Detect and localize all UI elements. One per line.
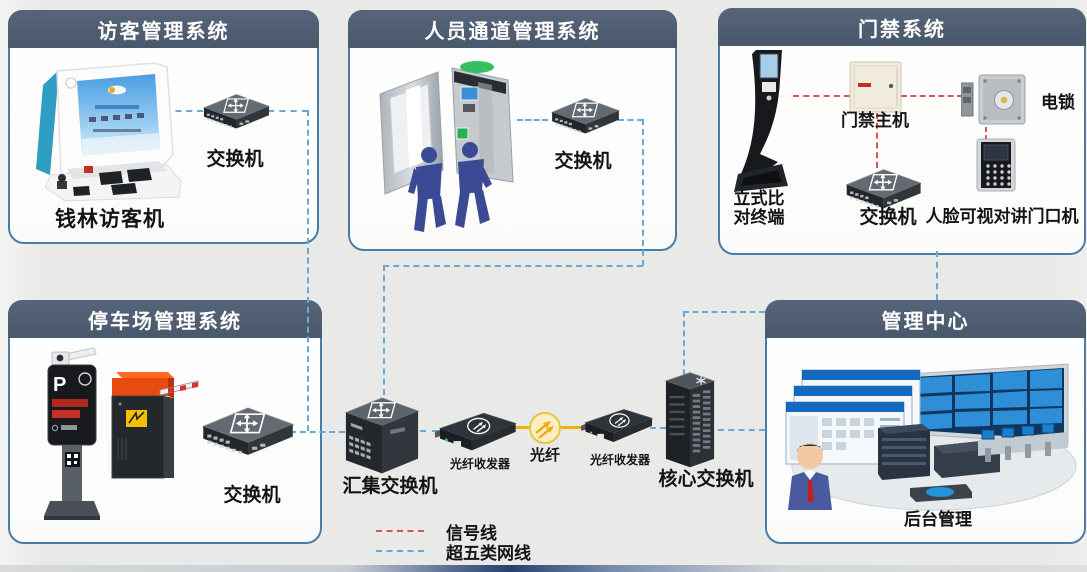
visitor-machine-label: 钱林访客机 [55,208,165,231]
line-terminal-to-host [793,95,850,97]
channel-switch-label: 交换机 [554,151,612,172]
bottom-gradient-bar [0,565,1087,572]
line-lock-to-intercom [985,127,987,140]
panel-channel-title: 人员通道管理系统 [424,20,601,43]
line-channel-across [383,265,643,267]
line-gate-to-switch [517,119,548,121]
signal-line-label: 信号线 [446,523,497,543]
channel-switch-illustration [546,94,622,138]
face-intercom-illustration [976,138,1016,192]
parking-switch-label: 交换机 [223,485,281,506]
panel-parking-header: 停车场管理系统 [8,300,322,338]
parking-switch-illustration [195,402,297,461]
line-fiber-left [513,426,532,429]
signal-line-sample [376,530,424,532]
cat5e-line-sample [376,550,424,552]
panel-access-control: 门禁系统 [718,8,1086,255]
standing-terminal-illustration [734,50,788,192]
panel-visitor-title: 访客管理系统 [97,20,230,43]
panel-visitor-header: 访客管理系统 [8,10,319,48]
control-room-illustration [785,363,1077,511]
panel-management-header: 管理中心 [765,300,1086,338]
panel-access-title: 门禁系统 [858,18,946,41]
visitor-switch-illustration [198,90,272,133]
face-intercom-label: 人脸可视对讲门口机 [925,207,1079,226]
line-channel-to-aggregation [383,265,385,395]
fiber-transceiver-left-illustration [435,404,519,458]
line-parking-switch-to-aggregation [290,431,345,433]
line-host-to-lock [901,95,963,97]
line-transceiver-to-core [650,427,666,429]
parking-post-p-letter: P [53,374,66,396]
panel-parking-title: 停车场管理系统 [88,310,242,333]
line-channel-switch-right [618,119,643,121]
turnstile-gate-illustration [379,61,514,232]
line-host-to-switch [876,113,878,168]
legend-cat5e-line: 超五类网线 [376,541,531,563]
fiber-transceiver-right-label: 光纤收发器 [589,453,650,467]
legend: 信号线 超五类网线 [376,521,531,563]
barrier-gate-illustration [111,372,199,479]
line-visitor-drop [307,110,309,431]
line-visitor-machine-to-switch [143,110,203,112]
aggregation-switch-label: 汇集交换机 [342,476,438,497]
panel-channel-header: 人员通道管理系统 [348,10,677,48]
panel-channel-management: 人员通道管理系统 [348,10,677,251]
line-core-up [683,311,685,385]
core-switch-illustration [664,372,716,468]
panel-access-header: 门禁系统 [718,8,1086,46]
standing-terminal-label: 立式比 对终端 [733,189,785,227]
visitor-switch-label: 交换机 [206,149,264,170]
line-fiber-right [558,426,585,429]
core-switch-label: 核心交换机 [658,469,754,490]
line-aggregation-to-transceiver [420,430,438,432]
line-access-to-management [936,251,938,300]
parking-post-illustration: P [44,347,100,520]
access-switch-label: 交换机 [859,207,917,228]
line-visitor-switch-right [268,110,308,112]
electric-lock-illustration [961,74,1026,125]
line-core-to-management [718,429,765,431]
access-host-illustration [849,61,902,113]
panel-management-title: 管理中心 [881,310,970,333]
fiber-label: 光纤 [529,447,560,464]
fiber-transceiver-left-label: 光纤收发器 [449,457,510,471]
operator-avatar [788,443,832,510]
legend-signal-line: 信号线 [376,521,531,543]
line-channel-drop [642,119,644,266]
cat5e-line-label: 超五类网线 [446,543,531,563]
backend-management-label: 后台管理 [904,510,972,529]
access-host-label: 门禁主机 [841,111,909,130]
fiber-node-icon [529,412,561,444]
fiber-transceiver-right-illustration [581,400,655,450]
electric-lock-label: 电锁 [1041,93,1075,112]
line-core-top-to-management [683,311,765,313]
visitor-kiosk-illustration [36,62,182,202]
aggregation-switch-illustration [344,397,420,474]
